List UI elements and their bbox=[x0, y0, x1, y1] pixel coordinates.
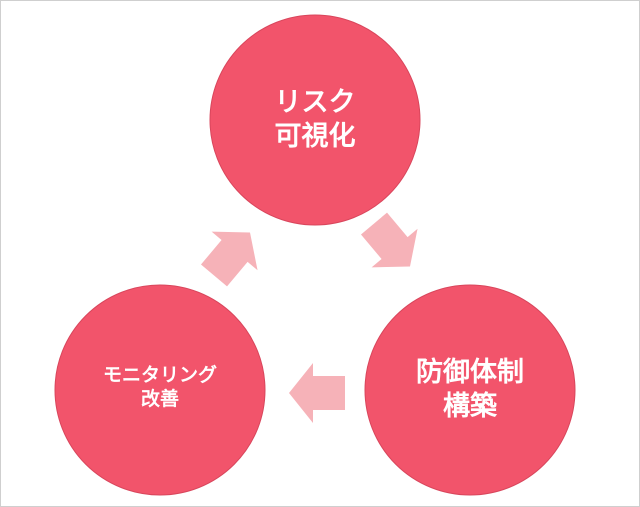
node-line: 可視化 bbox=[274, 120, 356, 152]
node-label-risk: リスク 可視化 bbox=[215, 86, 415, 154]
circle-risk-visualization bbox=[209, 14, 421, 226]
arrow-up-right-icon bbox=[191, 213, 273, 295]
arrow-left-icon bbox=[289, 363, 345, 423]
node-label-monitoring: モニタリング 改善 bbox=[60, 364, 260, 412]
circle-defense-building bbox=[364, 284, 576, 496]
circle-monitoring-improvement bbox=[54, 284, 266, 496]
node-line: 防御体制 bbox=[416, 357, 524, 388]
node-line: モニタリング bbox=[102, 364, 217, 386]
node-label-defense: 防御体制 構築 bbox=[370, 356, 570, 424]
arrow-right-down-icon bbox=[351, 204, 433, 286]
node-line: リスク bbox=[274, 87, 356, 118]
node-line: 改善 bbox=[140, 387, 179, 410]
node-line: 構築 bbox=[443, 390, 497, 422]
